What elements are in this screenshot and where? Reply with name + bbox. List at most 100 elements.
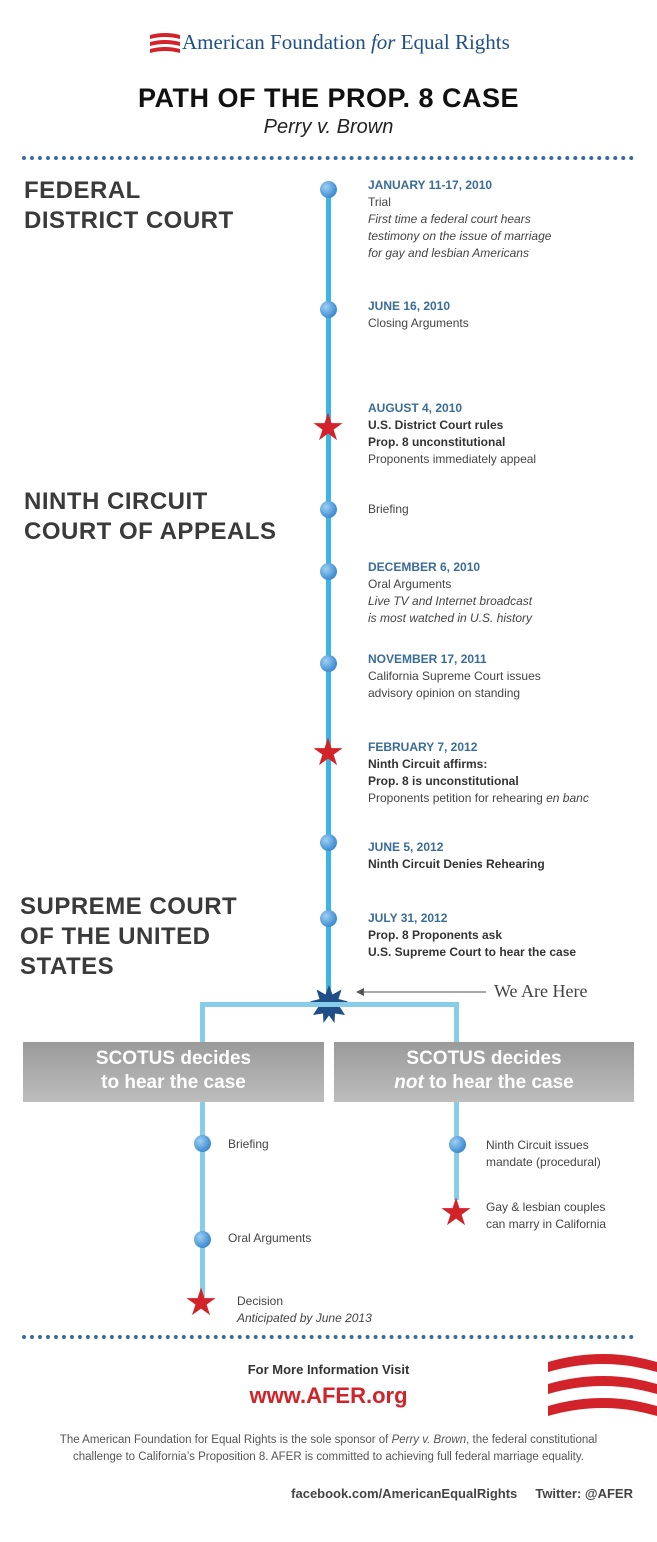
timeline-event: JUNE 5, 2012 Ninth Circuit Denies Rehear…	[368, 839, 545, 873]
event-date: AUGUST 4, 2010	[368, 401, 463, 415]
event-title: Oral Arguments	[368, 577, 452, 591]
event-title: can marry in California	[486, 1217, 607, 1231]
timeline-event: JANUARY 11-17, 2010 Trial First time a f…	[368, 177, 551, 262]
branch-event: Gay & lesbian couples can marry in Calif…	[486, 1199, 606, 1233]
social-links: facebook.com/AmericanEqualRights Twitter…	[291, 1486, 633, 1501]
branch-connector-right	[454, 1002, 459, 1042]
event-title: Trial	[368, 195, 391, 209]
logo-name: American Foundation	[182, 30, 366, 54]
timeline-event: FEBRUARY 7, 2012 Ninth Circuit affirms: …	[368, 739, 589, 807]
event-title: U.S. District Court rules	[368, 418, 504, 432]
section-supreme-court: SUPREME COURT OF THE UNITED STATES	[20, 893, 238, 980]
timeline-event: DECEMBER 6, 2010 Oral Arguments Live TV …	[368, 559, 532, 627]
not-hear-case-line2: to hear the case	[429, 1072, 574, 1093]
hear-case-line2: to hear the case	[101, 1072, 246, 1093]
timeline-dot	[320, 910, 337, 927]
branch-event: Briefing	[228, 1136, 269, 1153]
event-note: Proponents petition for rehearing en ban…	[368, 790, 589, 807]
sponsor-text: , the federal constitutional	[466, 1434, 598, 1446]
event-title: Prop. 8 Proponents ask	[368, 928, 503, 942]
event-title: Closing Arguments	[368, 316, 469, 330]
event-note: First time a federal court hears	[368, 212, 531, 226]
hear-case-box: SCOTUS decides to hear the case	[23, 1042, 324, 1102]
event-title: Ninth Circuit issues	[486, 1138, 589, 1152]
event-date: FEBRUARY 7, 2012	[368, 740, 478, 754]
logo-for: for	[370, 30, 396, 54]
afer-website-link[interactable]: www.AFER.org	[249, 1383, 408, 1408]
event-note: is most watched in U.S. history	[368, 611, 533, 625]
sponsor-statement: The American Foundation for Equal Rights…	[20, 1432, 637, 1466]
timeline-event: JUNE 16, 2010 Closing Arguments	[368, 298, 469, 332]
event-title: Oral Arguments	[228, 1231, 312, 1245]
event-date: DECEMBER 6, 2010	[368, 560, 481, 574]
event-note: Live TV and Internet broadcast	[368, 594, 533, 608]
event-title: Ninth Circuit Denies Rehearing	[368, 857, 545, 871]
event-title: California Supreme Court issues	[368, 669, 541, 683]
event-note: Anticipated by June 2013	[237, 1311, 372, 1325]
branch-event: Oral Arguments	[228, 1230, 311, 1247]
not-hear-case-box: SCOTUS decides not to hear the case	[334, 1042, 634, 1102]
left-branch-line	[200, 1102, 205, 1297]
event-title: Briefing	[368, 502, 409, 516]
event-note: Proponents immediately appeal	[368, 452, 537, 466]
star-icon: ★	[184, 1282, 219, 1324]
event-note: testimony on the issue of marriage	[368, 229, 552, 243]
event-title: U.S. Supreme Court to hear the case	[368, 945, 577, 959]
timeline-dot	[320, 181, 337, 198]
event-date: JUNE 5, 2012	[368, 840, 444, 854]
logo-name-end: Equal Rights	[400, 30, 510, 54]
event-title: Prop. 8 is unconstitutional	[368, 774, 519, 788]
event-note-emphasis: en banc	[546, 791, 589, 805]
sponsor-case-name: Perry v. Brown	[391, 1434, 467, 1446]
not-emphasis: not	[394, 1072, 424, 1093]
more-info-label: For More Information Visit	[247, 1362, 410, 1377]
sponsor-text: challenge to California’s Proposition 8.…	[73, 1451, 584, 1463]
timeline-event: Briefing	[368, 501, 409, 518]
star-icon: ★	[311, 732, 346, 774]
timeline-dot	[320, 655, 337, 672]
event-note-text: Proponents petition for rehearing	[368, 791, 543, 805]
timeline-dot	[194, 1135, 211, 1152]
timeline-event: NOVEMBER 17, 2011 California Supreme Cou…	[368, 651, 541, 702]
timeline-event: JULY 31, 2012 Prop. 8 Proponents ask U.S…	[368, 910, 576, 961]
event-date: JANUARY 11-17, 2010	[368, 178, 493, 192]
timeline-dot	[449, 1136, 466, 1153]
event-date: NOVEMBER 17, 2011	[368, 652, 487, 666]
timeline-event: AUGUST 4, 2010 U.S. District Court rules…	[368, 400, 536, 468]
timeline-dot	[320, 834, 337, 851]
branch-connector-left	[200, 1002, 205, 1042]
timeline-dot	[320, 563, 337, 580]
star-icon: ★	[439, 1192, 474, 1234]
main-timeline-line	[326, 190, 331, 1000]
event-title: Gay & lesbian couples	[486, 1200, 606, 1214]
timeline-dot	[194, 1231, 211, 1248]
arrow-left-icon	[356, 988, 486, 996]
timeline-dot	[320, 501, 337, 518]
section-district-court: FEDERAL DISTRICT COURT	[24, 177, 234, 234]
event-date: JULY 31, 2012	[368, 911, 448, 925]
section-ninth-circuit: NINTH CIRCUIT COURT OF APPEALS	[24, 488, 277, 545]
we-are-here-label: We Are Here	[494, 981, 588, 1001]
bottom-divider	[22, 1335, 634, 1339]
page-title: PATH OF THE PROP. 8 CASE	[137, 83, 520, 113]
afer-flag-large-icon	[548, 1354, 657, 1416]
event-title: mandate (procedural)	[486, 1155, 601, 1169]
sponsor-text: The American Foundation for Equal Rights…	[59, 1434, 389, 1446]
event-date: JUNE 16, 2010	[368, 299, 451, 313]
event-title: Decision	[237, 1294, 284, 1308]
event-note: for gay and lesbian Americans	[368, 246, 529, 260]
facebook-link[interactable]: facebook.com/AmericanEqualRights	[291, 1486, 518, 1501]
event-title: Ninth Circuit affirms:	[368, 757, 488, 771]
not-hear-case-line1: SCOTUS decides	[406, 1048, 562, 1069]
event-title: Prop. 8 unconstitutional	[368, 435, 506, 449]
star-icon: ★	[311, 407, 346, 449]
hear-case-line1: SCOTUS decides	[95, 1048, 252, 1069]
afer-logo-text: American Foundation for Equal Rights	[182, 30, 510, 55]
timeline-dot	[320, 301, 337, 318]
branch-event: Decision Anticipated by June 2013	[237, 1293, 372, 1327]
twitter-link[interactable]: Twitter: @AFER	[535, 1486, 633, 1501]
event-note: advisory opinion on standing	[368, 686, 521, 700]
branch-connector	[200, 1002, 459, 1007]
page-subtitle: Perry v. Brown	[263, 116, 394, 138]
event-title: Briefing	[228, 1137, 269, 1151]
